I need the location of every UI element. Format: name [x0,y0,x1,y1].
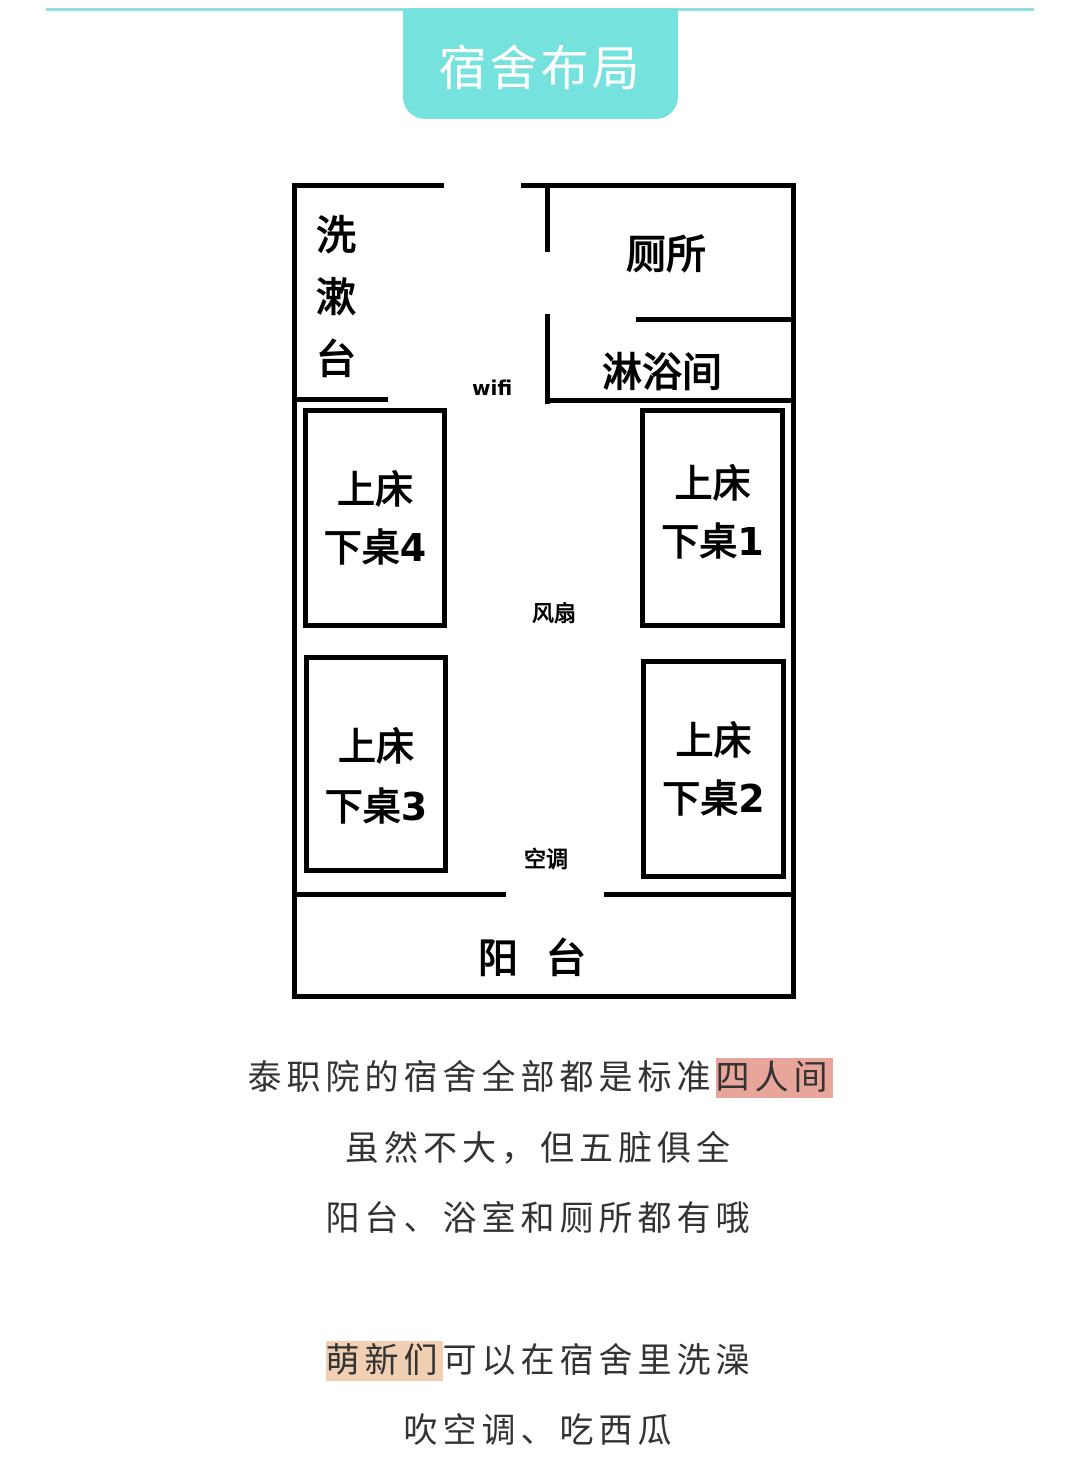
bed-desk-2: 上床 下桌2 [641,659,786,879]
wall-right [791,183,796,999]
wall-shower-left [545,314,550,404]
section-title-tab: 宿舍布局 [403,9,678,119]
bed-label-top: 上床 [337,725,414,769]
bed-label-bottom: 下桌3 [324,785,428,829]
caption-line-2: 虽然不大，但五脏俱全 [345,1129,735,1169]
wall-bottom [292,994,796,999]
wall-shower-bottom [545,398,795,403]
caption-line-1: 泰职院的宿舍全部都是标准四人间 [0,1050,1080,1099]
washbasin-label: 洗 漱 台 [316,205,356,391]
caption-line-5: 吹空调、吃西瓜 [403,1411,677,1451]
washbasin-char: 洗 [316,213,356,259]
caption-line-3: 阳台、浴室和厕所都有哦 [325,1199,755,1239]
wall-toilet-left [545,185,550,252]
wall-balcony-left [292,892,506,897]
shower-label: 淋浴间 [602,350,722,396]
wall-top-right [521,183,796,188]
bed-desk-4: 上床 下桌4 [303,408,447,628]
caption-text: 泰职院的宿舍全部都是标准 [247,1058,716,1098]
wall-top-left [292,183,444,188]
bed-label-top: 上床 [675,719,752,763]
wall-left [292,183,297,999]
washbasin-char: 漱 [316,275,356,321]
bed-label-bottom: 下桌2 [662,777,765,821]
caption-line-4: 萌新们可以在宿舍里洗澡 [0,1333,1080,1382]
highlight-freshmen: 萌新们 [325,1341,443,1381]
balcony-label: 阳 台 [478,936,586,982]
highlight-four-person-room: 四人间 [715,1058,833,1098]
bed-desk-1: 上床 下桌1 [640,408,785,628]
dorm-floor-plan: 洗 漱 台 厕所 淋浴间 wifi 风扇 空调 阳 台 上床 下桌4 上床 下桌… [292,183,796,999]
bed-label-top: 上床 [674,462,751,506]
bed-desk-3: 上床 下桌3 [304,655,448,873]
wifi-label: wifi [472,376,513,400]
bed-label-top: 上床 [336,468,413,512]
bed-label-bottom: 下桌4 [323,526,427,570]
section-title: 宿舍布局 [438,41,643,97]
toilet-label: 厕所 [626,232,706,278]
air-conditioner-label: 空调 [524,848,569,873]
wall-balcony-right [604,892,796,897]
caption-text: 可以在宿舍里洗澡 [442,1341,755,1381]
wall-washbasin-bottom [292,397,388,402]
wall-toilet-shower-divider [636,317,794,322]
fan-label: 风扇 [532,602,577,627]
bed-label-bottom: 下桌1 [661,520,764,564]
washbasin-char: 台 [316,337,356,383]
